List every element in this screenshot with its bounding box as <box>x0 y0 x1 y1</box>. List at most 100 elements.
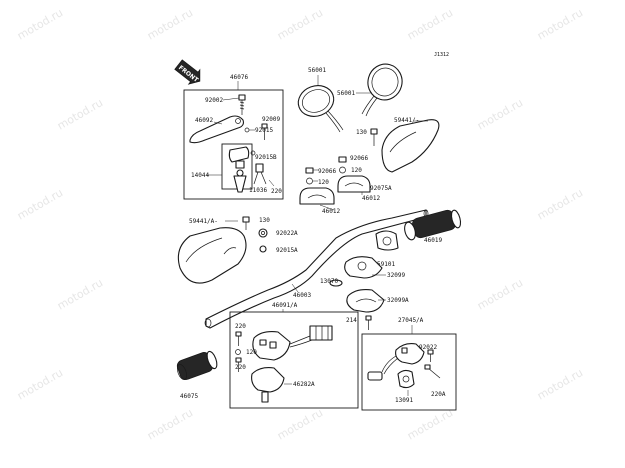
clamp-46012-left <box>299 187 335 205</box>
label-32099: 32099 <box>387 272 405 279</box>
label-120b: 120 <box>351 167 362 174</box>
label-46019: 46019 <box>424 237 442 244</box>
throttle-grip-46019 <box>404 209 462 241</box>
clamp-46012-right <box>337 175 371 193</box>
watermark: motod.ru <box>475 276 525 312</box>
label-214: 214 <box>346 317 357 324</box>
right-switch-group-box <box>361 333 457 411</box>
switch-housing-lower-46282a <box>251 367 285 403</box>
label-92022a: 92022A <box>276 230 298 237</box>
watermark: motod.ru <box>405 6 455 42</box>
hand-guard-left <box>177 227 247 284</box>
label-92066b: 92066 <box>350 155 368 162</box>
figure-code: J1312 <box>434 52 449 58</box>
left-grip-46075 <box>176 350 218 380</box>
mirror-left <box>297 85 344 133</box>
throttle-housing-32099 <box>344 256 383 279</box>
label-32099a: 32099A <box>387 297 409 304</box>
screw-220-upper <box>235 331 242 346</box>
label-46091: 46091/A <box>272 302 298 309</box>
label-130b: 130 <box>259 217 270 224</box>
front-marker: FRONT <box>174 59 201 85</box>
collar-13070 <box>329 279 343 287</box>
watermark: motod.ru <box>535 186 585 222</box>
washer-92015b <box>250 150 256 156</box>
left-lever-group-box <box>183 89 284 200</box>
screw-92022 <box>427 349 434 362</box>
watermark: motod.ru <box>275 406 325 442</box>
label-46076: 46076 <box>230 74 248 81</box>
label-46092: 46092 <box>195 117 213 124</box>
watermark: motod.ru <box>535 6 585 42</box>
clutch-lever <box>189 115 244 144</box>
watermark-layer: motod.ru motod.ru motod.ru motod.ru moto… <box>15 6 585 442</box>
watermark: motod.ru <box>145 406 195 442</box>
label-92015b: 92015B <box>255 154 277 161</box>
right-switch-assembly <box>367 343 425 389</box>
watermark: motod.ru <box>145 6 195 42</box>
bolt-92002 <box>238 94 246 115</box>
watermark: motod.ru <box>15 6 65 42</box>
watermark: motod.ru <box>405 406 455 442</box>
label-59441: 59441/- <box>394 117 419 124</box>
label-220b: 220 <box>235 323 246 330</box>
watermark: motod.ru <box>55 276 105 312</box>
left-switch-housing <box>252 331 291 361</box>
lever-holder <box>228 146 250 193</box>
label-11036: 11036 <box>249 187 267 194</box>
label-13070: 13070 <box>320 278 338 285</box>
bolt-130 <box>370 128 378 146</box>
label-92075a: 92075A <box>370 185 392 192</box>
label-92066a: 92066 <box>318 168 336 175</box>
washer-92015 <box>244 127 250 133</box>
watermark: motod.ru <box>55 96 105 132</box>
label-46003: 46003 <box>293 292 311 299</box>
label-120a: 120 <box>318 179 329 186</box>
watermark: motod.ru <box>15 186 65 222</box>
wiring-connector <box>289 325 333 348</box>
cable-guide-59101 <box>375 230 399 251</box>
label-27045: 27045/A <box>398 317 424 324</box>
handlebar-46003 <box>204 209 429 329</box>
watermark: motod.ru <box>475 96 525 132</box>
label-59101: 59101 <box>377 261 395 268</box>
collar-92022a <box>258 228 268 238</box>
label-56001b: 56001 <box>337 90 355 97</box>
watermark: motod.ru <box>535 366 585 402</box>
label-56001a: 56001 <box>308 67 326 74</box>
screw-214 <box>365 315 372 330</box>
washer-92015a <box>259 245 267 253</box>
label-59441a: 59441/A- <box>189 218 218 225</box>
label-13091: 13091 <box>395 397 413 404</box>
washer-120-lower <box>235 349 241 355</box>
bolt-130-left <box>242 216 250 230</box>
label-92022: 92022 <box>419 344 437 351</box>
left-switch-group-box <box>229 311 359 409</box>
label-46012a: 46012 <box>322 208 340 215</box>
screw-220-lower <box>235 357 242 372</box>
mirror-right <box>361 63 403 117</box>
throttle-housing-32099a <box>346 289 385 313</box>
label-14044: 14044 <box>191 172 209 179</box>
watermark: motod.ru <box>275 6 325 42</box>
label-130a: 130 <box>356 129 367 136</box>
bolt-92066-right <box>338 156 347 174</box>
label-46012b: 46012 <box>362 195 380 202</box>
switch-11036 <box>253 163 267 185</box>
screw-92009 <box>261 123 268 140</box>
bolt-92066-left <box>305 167 314 185</box>
label-220c: 220 <box>235 364 246 371</box>
hand-guard-right <box>381 119 440 173</box>
label-46282: 46282A <box>293 381 315 388</box>
label-220d: 220A <box>431 391 446 398</box>
label-92002: 92002 <box>205 97 223 104</box>
label-92009: 92009 <box>262 116 280 123</box>
label-220a: 220 <box>271 188 282 195</box>
label-120c: 120 <box>246 349 257 356</box>
watermark: motod.ru <box>15 366 65 402</box>
label-46075: 46075 <box>180 393 198 400</box>
label-92015a: 92015A <box>276 247 298 254</box>
screw-220a <box>424 364 441 379</box>
